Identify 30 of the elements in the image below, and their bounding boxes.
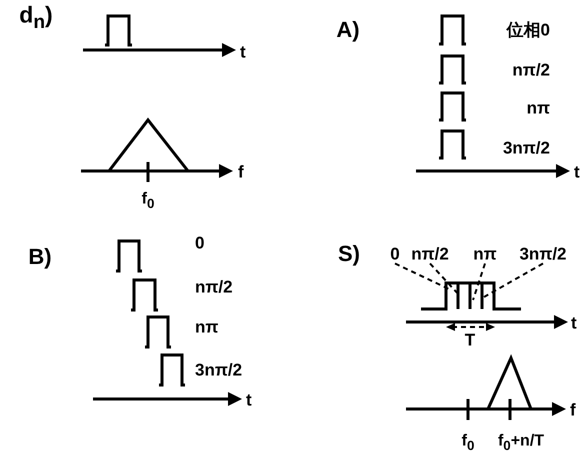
panel-label: A) <box>336 19 360 41</box>
phase-label: 0 <box>195 234 204 252</box>
phase-label: 3nπ/2 <box>502 140 550 156</box>
phase-label: 3nπ/2 <box>195 362 242 378</box>
tick-label: f$_{0}$ <box>462 434 474 452</box>
panel-label: S) <box>338 243 360 265</box>
phase-label: nπ <box>195 318 218 336</box>
leader-line <box>429 262 461 297</box>
phase-label: 位相0 <box>506 22 550 38</box>
axis-label: t <box>574 164 580 180</box>
leader-line <box>484 262 544 298</box>
dimension-label: T <box>464 332 476 348</box>
axis-label: t <box>571 314 577 332</box>
phase-label: nπ/2 <box>411 246 449 262</box>
leader-line <box>394 262 452 291</box>
phase-label: nπ/2 <box>512 62 550 78</box>
axis-label: f <box>238 164 244 180</box>
axis-label: t <box>240 44 246 60</box>
leader-line <box>472 263 486 300</box>
axis-label: f <box>570 402 576 418</box>
phase-label: 0 <box>390 246 400 262</box>
panel-label: B) <box>28 246 52 268</box>
panel-label: d$_{n}$) <box>19 4 53 32</box>
tick-label: f$_{0}$+n/T <box>498 434 544 452</box>
phase-label: nπ <box>526 100 550 116</box>
axis-label: t <box>246 392 252 408</box>
phase-label: nπ <box>473 246 497 262</box>
tick-label: f$_{0}$ <box>142 192 154 210</box>
phase-label: 3nπ/2 <box>519 246 567 262</box>
phase-label: nπ/2 <box>195 278 233 296</box>
